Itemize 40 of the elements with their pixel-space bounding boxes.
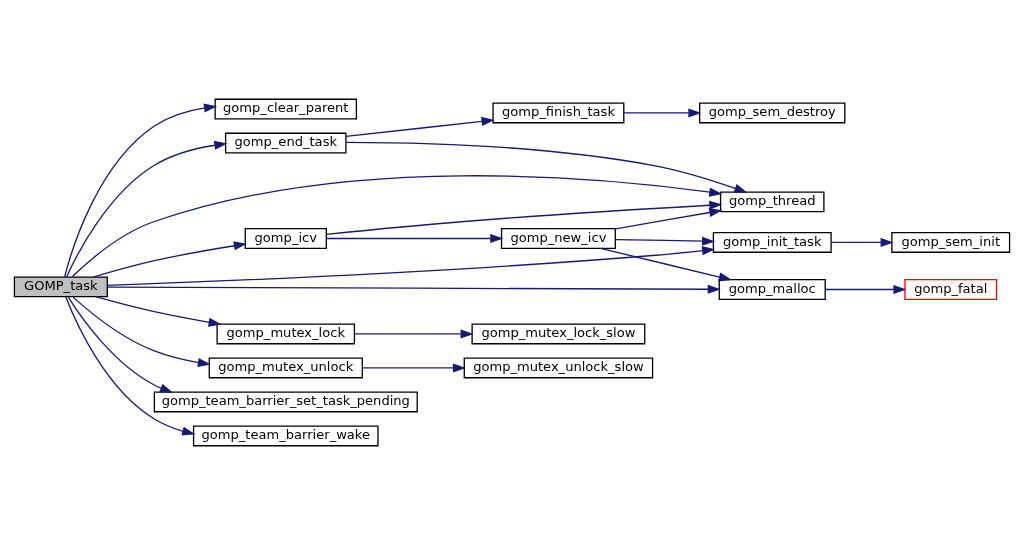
arrow [623, 107, 702, 118]
node-box: GOMP_task [13, 275, 108, 297]
node-box: gomp_fatal [904, 278, 998, 300]
node-box: gomp_team_barrier_wake [192, 425, 379, 446]
node-box: gomp_thread [719, 190, 825, 212]
arrow [106, 284, 721, 294]
arrow [615, 207, 723, 229]
node-box: gomp_init_task [712, 231, 832, 253]
arrow [361, 362, 466, 373]
arrow [67, 295, 174, 393]
arrow [65, 140, 228, 278]
arrow [345, 116, 495, 137]
arrow [345, 141, 748, 193]
arrow [106, 245, 716, 286]
node-box: gomp_clear_parent [214, 98, 358, 119]
node-box: gomp_sem_init [891, 231, 1011, 253]
arrow [325, 233, 504, 243]
arrow [830, 237, 894, 247]
node-box: gomp_mutex_unlock [208, 357, 363, 378]
node-box: gomp_new_icv [500, 227, 616, 249]
node-box: gomp_mutex_unlock_slow [463, 357, 654, 378]
arrow [599, 247, 732, 281]
node-box: gomp_mutex_lock_slow [471, 323, 646, 344]
node-box: gomp_finish_task [492, 102, 625, 123]
node-box: gomp_mutex_lock [216, 323, 356, 344]
arrow [353, 328, 474, 339]
node-box: gomp_team_barrier_set_task_pending [153, 391, 418, 412]
arrow [95, 295, 222, 327]
arrow [63, 102, 218, 277]
node-box: gomp_malloc [718, 278, 826, 300]
arrow [65, 295, 196, 436]
node-box: gomp_end_task [224, 132, 347, 153]
arrow [93, 240, 247, 278]
arrow [72, 296, 211, 367]
arrow [824, 284, 907, 294]
node-box: gomp_sem_destroy [699, 102, 846, 123]
arrow [71, 174, 723, 277]
arrow [325, 200, 723, 235]
node-box: gomp_icv [244, 227, 327, 249]
arrow [615, 236, 716, 246]
